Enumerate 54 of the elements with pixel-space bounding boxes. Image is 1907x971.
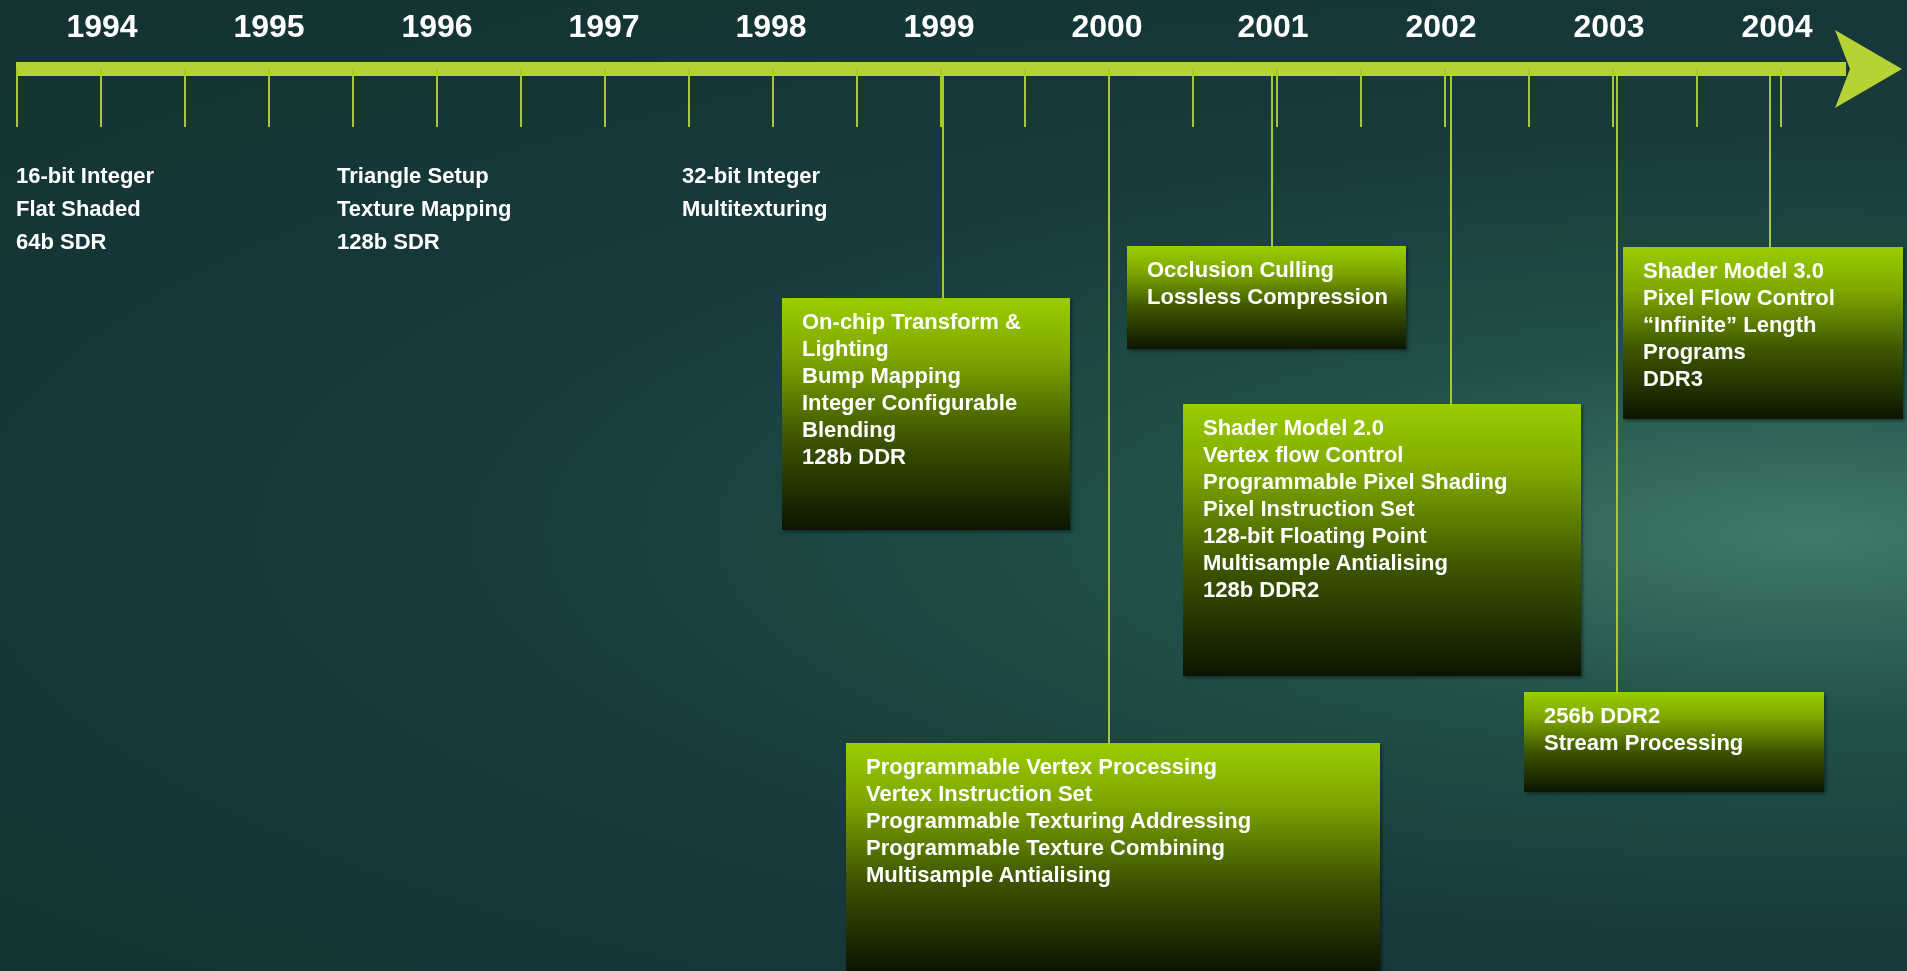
- feature-text: Programmable Pixel Shading: [1203, 468, 1509, 495]
- feature-text: “Infinite” Length Programs: [1643, 311, 1818, 365]
- feature-box: [1127, 246, 1406, 349]
- leader-line: [1271, 75, 1273, 247]
- feature-text: 128b SDR: [337, 229, 440, 255]
- feature-text: Vertex Instruction Set: [866, 780, 1094, 807]
- year-label: 1994: [66, 8, 138, 45]
- feature-text: Bump Mapping: [802, 362, 962, 389]
- year-label: 2003: [1573, 8, 1645, 45]
- feature-text: Shader Model 3.0: [1643, 257, 1825, 284]
- feature-text: Pixel Flow Control: [1643, 284, 1836, 311]
- leader-line: [1450, 75, 1452, 405]
- feature-box: [1524, 692, 1824, 792]
- year-label: 2004: [1741, 8, 1813, 45]
- year-label: 1999: [903, 8, 975, 45]
- feature-box: [846, 743, 1380, 971]
- feature-text: Flat Shaded: [16, 196, 141, 222]
- feature-box: [1183, 404, 1581, 676]
- feature-text: 128-bit Floating Point: [1203, 522, 1428, 549]
- year-label: 2002: [1405, 8, 1477, 45]
- feature-text: Integer Configurable Blending: [802, 389, 1019, 443]
- feature-box: [1623, 247, 1903, 419]
- feature-text: 64b SDR: [16, 229, 107, 255]
- feature-text: 32-bit Integer: [682, 163, 821, 189]
- feature-text: Programmable Texture Combining: [866, 834, 1226, 861]
- feature-text: 128b DDR: [802, 443, 907, 470]
- leader-line: [1616, 75, 1618, 693]
- feature-text: Occlusion Culling: [1147, 256, 1335, 283]
- feature-text: Shader Model 2.0: [1203, 414, 1385, 441]
- year-label: 1998: [735, 8, 807, 45]
- feature-text: Triangle Setup: [337, 163, 489, 189]
- feature-text: Texture Mapping: [337, 196, 512, 222]
- feature-text: Multitexturing: [682, 196, 828, 222]
- feature-text: Programmable Texturing Addressing: [866, 807, 1253, 834]
- feature-text: Lossless Compression: [1147, 283, 1389, 310]
- feature-text: Multisample Antialising: [1203, 549, 1449, 576]
- year-label: 2000: [1071, 8, 1143, 45]
- year-label: 1997: [568, 8, 640, 45]
- year-label: 2001: [1237, 8, 1309, 45]
- feature-text: 128b DDR2: [1203, 576, 1321, 603]
- year-label: 1996: [401, 8, 473, 45]
- year-label: 1995: [233, 8, 305, 45]
- feature-text: Programmable Vertex Processing: [866, 753, 1218, 780]
- feature-text: DDR3: [1643, 365, 1704, 392]
- leader-line: [942, 75, 944, 299]
- feature-text: Pixel Instruction Set: [1203, 495, 1416, 522]
- leader-line: [1769, 75, 1771, 248]
- feature-text: 256b DDR2: [1544, 702, 1662, 729]
- feature-text: On-chip Transform & Lighting: [802, 308, 1022, 362]
- feature-box: [782, 298, 1070, 530]
- feature-text: Multisample Antialising: [866, 861, 1112, 888]
- feature-text: 16-bit Integer: [16, 163, 155, 189]
- feature-text: Vertex flow Control: [1203, 441, 1405, 468]
- feature-text: Stream Processing: [1544, 729, 1745, 756]
